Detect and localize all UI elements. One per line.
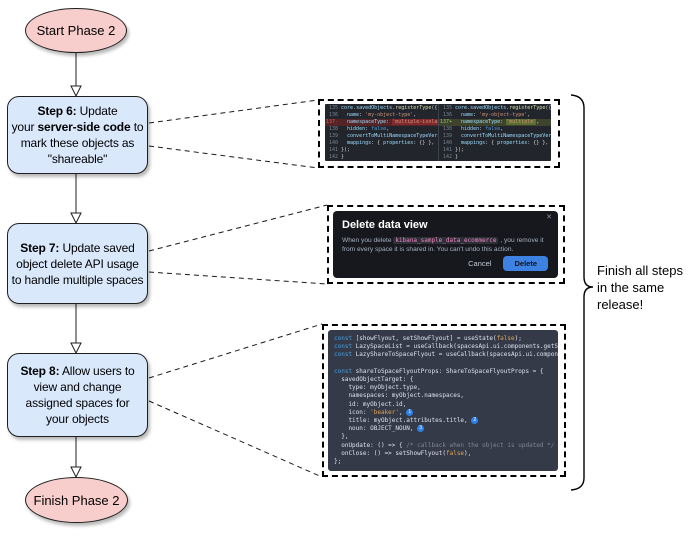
code-snippet-panel: const [showFlyout, setShowFlyout] = useS… — [322, 324, 566, 477]
release-note-label: Finish all steps in the same release! — [597, 263, 683, 312]
finish-node: Finish Phase 2 — [25, 477, 128, 523]
delete-button[interactable]: Delete — [503, 256, 548, 271]
close-icon[interactable]: ✕ — [546, 214, 552, 221]
cancel-button[interactable]: Cancel — [468, 259, 492, 268]
finish-node-label: Finish Phase 2 — [33, 492, 120, 508]
code-snippet-screenshot: const [showFlyout, setShowFlyout] = useS… — [328, 330, 558, 471]
delete-dialog-panel: ✕ Delete data view When you delete kiban… — [327, 205, 565, 284]
flow-arrow-step7-to-step8 — [70, 304, 82, 355]
flow-arrow-step6-to-step7 — [70, 174, 82, 225]
dialog-actions: Cancel Delete — [468, 256, 548, 271]
dialog-title: Delete data view — [342, 219, 428, 231]
projection-lines-step8 — [148, 323, 323, 478]
dialog-body: When you delete kibana_sample_data_ecomm… — [342, 237, 544, 253]
projection-lines-step6 — [148, 99, 319, 169]
start-node: Start Phase 2 — [25, 8, 127, 53]
flow-arrow-start-to-step6 — [70, 53, 82, 98]
curly-brace — [570, 94, 594, 491]
start-node-label: Start Phase 2 — [36, 23, 116, 38]
delete-dialog: ✕ Delete data view When you delete kiban… — [333, 211, 558, 278]
flow-arrow-step8-to-finish — [70, 437, 82, 479]
projection-lines-step7 — [148, 204, 328, 285]
